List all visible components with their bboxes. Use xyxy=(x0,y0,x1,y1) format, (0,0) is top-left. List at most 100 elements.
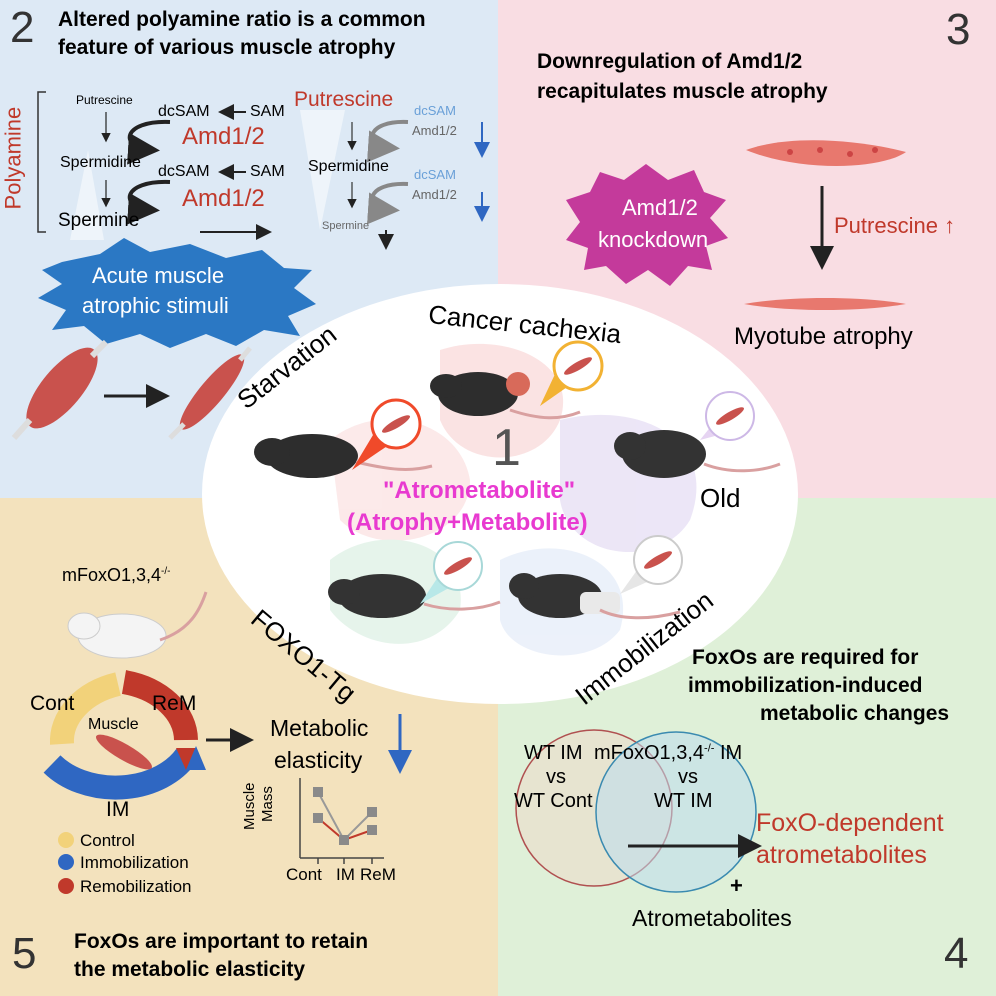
cycle-rem-label: ReM xyxy=(152,692,197,715)
panel5-title-line1: FoxOs are important to retain xyxy=(74,930,369,953)
atrometabolites-label: Atrometabolites xyxy=(632,905,792,931)
faint-arrow-right xyxy=(300,110,345,230)
mfoxo-sup: -/- xyxy=(161,566,171,577)
legend-remobilization: Remobilization xyxy=(80,877,192,896)
cycle-im-label: IM xyxy=(106,798,130,821)
atrometabolite-line2: (Atrophy+Metabolite) xyxy=(347,509,588,536)
callout-starvation xyxy=(352,398,422,470)
plus-sign: + xyxy=(730,873,743,898)
legend-remob-dot xyxy=(58,878,74,894)
atrometabolite-line1: "Atrometabolite" xyxy=(383,477,576,504)
knockdown-line2: knockdown xyxy=(598,227,709,252)
stimuli-line2: atrophic stimuli xyxy=(82,293,229,318)
panel4-title-line3: metabolic changes xyxy=(760,702,950,725)
legend-control-dot xyxy=(58,832,74,848)
callout-foxo xyxy=(420,541,483,604)
right-dcsam1: dcSAM xyxy=(414,103,456,118)
left-sam1: SAM xyxy=(250,103,285,120)
right-putrescine: Putrescine xyxy=(294,88,394,111)
left-spermidine: Spermidine xyxy=(60,154,141,171)
chart-ylabel-line1: Muscle xyxy=(241,782,258,830)
venn-right-line3: WT IM xyxy=(654,790,713,812)
foxo-dependent-line1: FoxO-dependent xyxy=(756,809,944,837)
panel2-number: 2 xyxy=(10,3,35,52)
mfoxo-genotype: mFoxO1,3,4 xyxy=(62,565,162,585)
venn-left-line1: WT IM xyxy=(524,742,583,764)
panel3-title-line1: Downregulation of Amd1/2 xyxy=(537,50,803,73)
chart-xtick-im: IM xyxy=(336,865,355,884)
left-enzyme2: Amd1/2 xyxy=(182,185,265,212)
trend-point-upper-2 xyxy=(367,807,377,817)
cycle-muscle-label: Muscle xyxy=(88,716,139,733)
mouse-foxo-icon xyxy=(328,574,501,618)
mfoxo-label: mFoxO1,3,4-/- xyxy=(62,565,171,586)
pathway-right-arrows xyxy=(347,119,490,250)
venn-left-line3: WT Cont xyxy=(514,790,593,812)
left-enzyme1: Amd1/2 xyxy=(182,123,265,150)
trend-point-lower-2 xyxy=(367,825,377,835)
metabolic-line2: elasticity xyxy=(274,747,363,773)
metabolic-line1: Metabolic xyxy=(270,715,369,741)
panel4-number: 4 xyxy=(944,929,969,978)
left-dcsam2: dcSAM xyxy=(158,163,210,180)
left-sam2: SAM xyxy=(250,163,285,180)
chart-xtick-cont: Cont xyxy=(286,865,322,884)
polyamine-label: Polyamine xyxy=(0,106,26,210)
panel3-number: 3 xyxy=(946,5,971,54)
venn-right-im: IM xyxy=(720,742,743,764)
trend-point-upper-0 xyxy=(313,787,323,797)
venn-right-sup: -/- xyxy=(704,742,715,755)
cycle-diagram xyxy=(43,670,206,800)
cycle-cont-label: Cont xyxy=(30,692,75,715)
mouse-starvation-icon xyxy=(254,434,433,478)
panel5-number: 5 xyxy=(12,929,37,978)
myotube-normal-icon xyxy=(746,140,906,166)
polyamine-bracket xyxy=(37,91,46,233)
left-spermine: Spermine xyxy=(58,210,140,231)
foxo-dependent-line2: atrometabolites xyxy=(756,841,927,869)
putrescine-up-text: Putrescine xyxy=(834,213,938,238)
legend-control: Control xyxy=(80,831,135,850)
venn-right-circle xyxy=(595,731,757,893)
putrescine-up-label: Putrescine ↑ xyxy=(834,213,956,238)
knockdown-line1: Amd1/2 xyxy=(622,195,698,220)
muscle-atrophic-icon xyxy=(168,346,252,440)
venn-right-line2: vs xyxy=(678,766,698,788)
mouse-cancer-icon xyxy=(430,372,581,420)
panel4-title-line2: immobilization-induced xyxy=(688,674,923,697)
legend-immobilization: Immobilization xyxy=(80,853,189,872)
center-number: 1 xyxy=(492,419,521,477)
myotube-atrophy-label: Myotube atrophy xyxy=(734,323,913,350)
legend-immob-dot xyxy=(58,854,74,870)
mouse-white-icon xyxy=(67,591,208,659)
panel3-title-line2: recapitulates muscle atrophy xyxy=(537,80,828,103)
stimuli-line1: Acute muscle xyxy=(92,263,225,288)
stimuli-starburst xyxy=(38,238,316,348)
myotube-atrophic-icon xyxy=(744,298,906,310)
chart-xtick-rem: ReM xyxy=(360,865,396,884)
right-spermine: Spermine xyxy=(322,220,370,232)
label-old: Old xyxy=(700,483,741,513)
callout-old xyxy=(700,391,755,441)
arrow-up-icon: ↑ xyxy=(944,213,956,238)
trend-point-lower-1 xyxy=(339,835,349,845)
muscle-mass-chart xyxy=(299,778,384,864)
venn-right-line1: mFoxO1,3,4-/- IM xyxy=(594,742,742,764)
chart-ylabel-line2: Mass xyxy=(259,786,276,822)
left-dcsam1: dcSAM xyxy=(158,103,210,120)
mouse-immob-icon xyxy=(509,573,681,620)
mouse-old-icon xyxy=(614,430,781,478)
right-spermidine: Spermidine xyxy=(308,158,389,175)
callout-cancer xyxy=(540,340,604,406)
knockdown-starburst xyxy=(566,164,728,286)
right-dcsam2: dcSAM xyxy=(414,167,456,182)
callout-immob xyxy=(620,535,683,594)
faint-arrow-left xyxy=(70,150,104,240)
right-enzyme1: Amd1/2 xyxy=(412,123,457,138)
panel5-title-line2: the metabolic elasticity xyxy=(74,958,306,981)
muscle-normal-icon xyxy=(11,339,109,440)
trend-point-lower-0 xyxy=(313,813,323,823)
panel2-title-line2: feature of various muscle atrophy xyxy=(58,36,396,59)
